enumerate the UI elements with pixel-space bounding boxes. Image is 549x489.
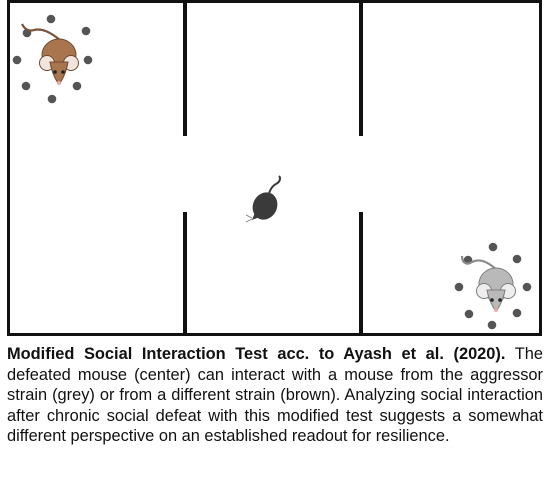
grey-mouse-cage: [454, 242, 532, 330]
arena-outline: [7, 0, 542, 336]
caption-title: Modified Social Interaction Test acc. to…: [7, 345, 506, 363]
arena-diagram: [7, 0, 542, 336]
figure-caption: Modified Social Interaction Test acc. to…: [7, 344, 543, 447]
caption-body: The defeated mouse (center) can interact…: [7, 345, 543, 446]
defeated-mouse: [245, 175, 281, 223]
brown-mouse-cage: [12, 14, 93, 104]
grey-mouse: [460, 255, 516, 312]
brown-mouse: [21, 23, 79, 85]
